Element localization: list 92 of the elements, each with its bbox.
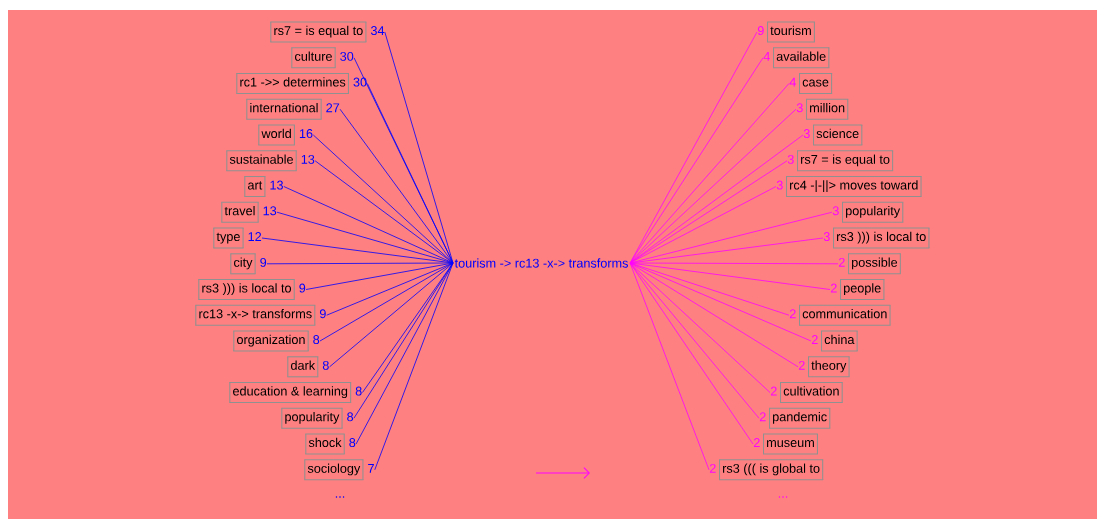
label-box: city <box>229 253 257 275</box>
connector-line <box>362 262 454 393</box>
connector-line <box>629 186 777 264</box>
label-box: cultivation <box>779 381 844 404</box>
count-number: 2 <box>753 438 760 447</box>
label-box: popularity <box>280 407 344 429</box>
count-number: 12 <box>248 232 262 241</box>
label-box: rs7 = is equal to <box>269 21 367 43</box>
connector-line <box>629 262 754 445</box>
label-box: possible <box>847 253 902 275</box>
label-box: china <box>820 330 859 352</box>
count-number: 4 <box>763 52 770 61</box>
count-number: 3 <box>803 129 810 139</box>
label-box: education & learning <box>228 381 352 404</box>
label-box: science <box>812 124 863 146</box>
count-number: 2 <box>709 463 716 473</box>
label-box: million <box>805 98 849 120</box>
count-number: 16 <box>299 129 313 139</box>
count-number: 4 <box>789 77 796 87</box>
count-number: 8 <box>349 438 356 448</box>
label-box: popularity <box>841 201 904 223</box>
count-number: 3 <box>823 232 830 242</box>
label-box: pandemic <box>768 407 831 429</box>
label-box: dark <box>286 356 319 378</box>
connector-line <box>326 262 454 316</box>
count-number: 3 <box>776 180 783 190</box>
label-box: shock <box>304 433 346 455</box>
count-number: 9 <box>299 283 306 293</box>
label-box: people <box>839 278 885 301</box>
count-number: 13 <box>270 180 283 190</box>
count-number: 9 <box>260 257 267 267</box>
count-number: 3 <box>787 154 794 164</box>
count-number: 3 <box>796 103 803 113</box>
count-number: 30 <box>353 77 367 87</box>
label-box: case <box>798 72 833 95</box>
connector-line <box>329 262 454 368</box>
connector-line <box>366 83 454 264</box>
connector-line <box>629 262 812 342</box>
count-number: 8 <box>347 412 354 422</box>
label-box: theory <box>807 356 851 378</box>
connector-line <box>629 134 804 264</box>
center-label: tourism -> rc13 -x-> transforms <box>454 258 628 268</box>
count-number: 9 <box>319 309 326 319</box>
connector-line <box>629 262 710 471</box>
label-box: organization <box>232 330 310 352</box>
count-number: 2 <box>830 283 837 293</box>
count-number: 2 <box>798 360 805 370</box>
connector-line <box>374 262 454 471</box>
label-box: rc1 ->> determines <box>235 72 350 95</box>
connector-line <box>384 31 454 264</box>
count-number: 2 <box>770 386 777 396</box>
count-number: 34 <box>370 26 385 36</box>
label-box: travel <box>220 201 260 223</box>
count-number: 7 <box>368 464 374 473</box>
label-box: art <box>243 175 266 198</box>
label-box: international <box>245 98 323 120</box>
count-number: 8 <box>355 386 362 396</box>
label-box: rc4 -|-||> moves toward <box>785 175 923 198</box>
count-number: 3 <box>832 206 839 216</box>
ellipsis: ... <box>778 496 788 498</box>
label-box: rs3 ))) is local to <box>832 227 930 249</box>
label-box: rs3 ))) is local to <box>197 278 296 301</box>
count-number: 2 <box>811 335 818 344</box>
label-box: available <box>772 47 830 69</box>
label-box: sociology <box>303 459 364 481</box>
label-box: rc13 -x-> transforms <box>194 304 316 326</box>
label-box: museum <box>762 433 819 455</box>
count-number: 13 <box>263 206 277 216</box>
count-number: 13 <box>301 154 315 164</box>
label-box: tourism <box>766 21 816 43</box>
label-box: world <box>257 124 296 146</box>
label-box: rs7 = is equal to <box>796 150 894 172</box>
count-number: 30 <box>340 51 354 61</box>
connector-line <box>283 186 454 264</box>
label-box: type <box>212 227 245 249</box>
connector-line <box>266 262 454 265</box>
connector-line <box>314 160 454 264</box>
count-number: 2 <box>759 412 766 422</box>
label-box: culture <box>290 47 337 69</box>
count-number: 8 <box>322 360 329 370</box>
count-number: 2 <box>838 257 845 267</box>
ellipsis: ... <box>335 496 345 498</box>
connector-line <box>339 108 454 264</box>
label-box: rs3 ((( is global to <box>718 459 824 481</box>
count-number: 9 <box>757 26 764 36</box>
label-box: sustainable <box>225 150 298 172</box>
connector-line <box>629 83 790 264</box>
count-number: 27 <box>326 103 340 113</box>
connector-line <box>629 262 771 393</box>
count-number: 2 <box>789 309 796 319</box>
label-box: communication <box>798 304 892 326</box>
count-number: 8 <box>313 335 320 345</box>
